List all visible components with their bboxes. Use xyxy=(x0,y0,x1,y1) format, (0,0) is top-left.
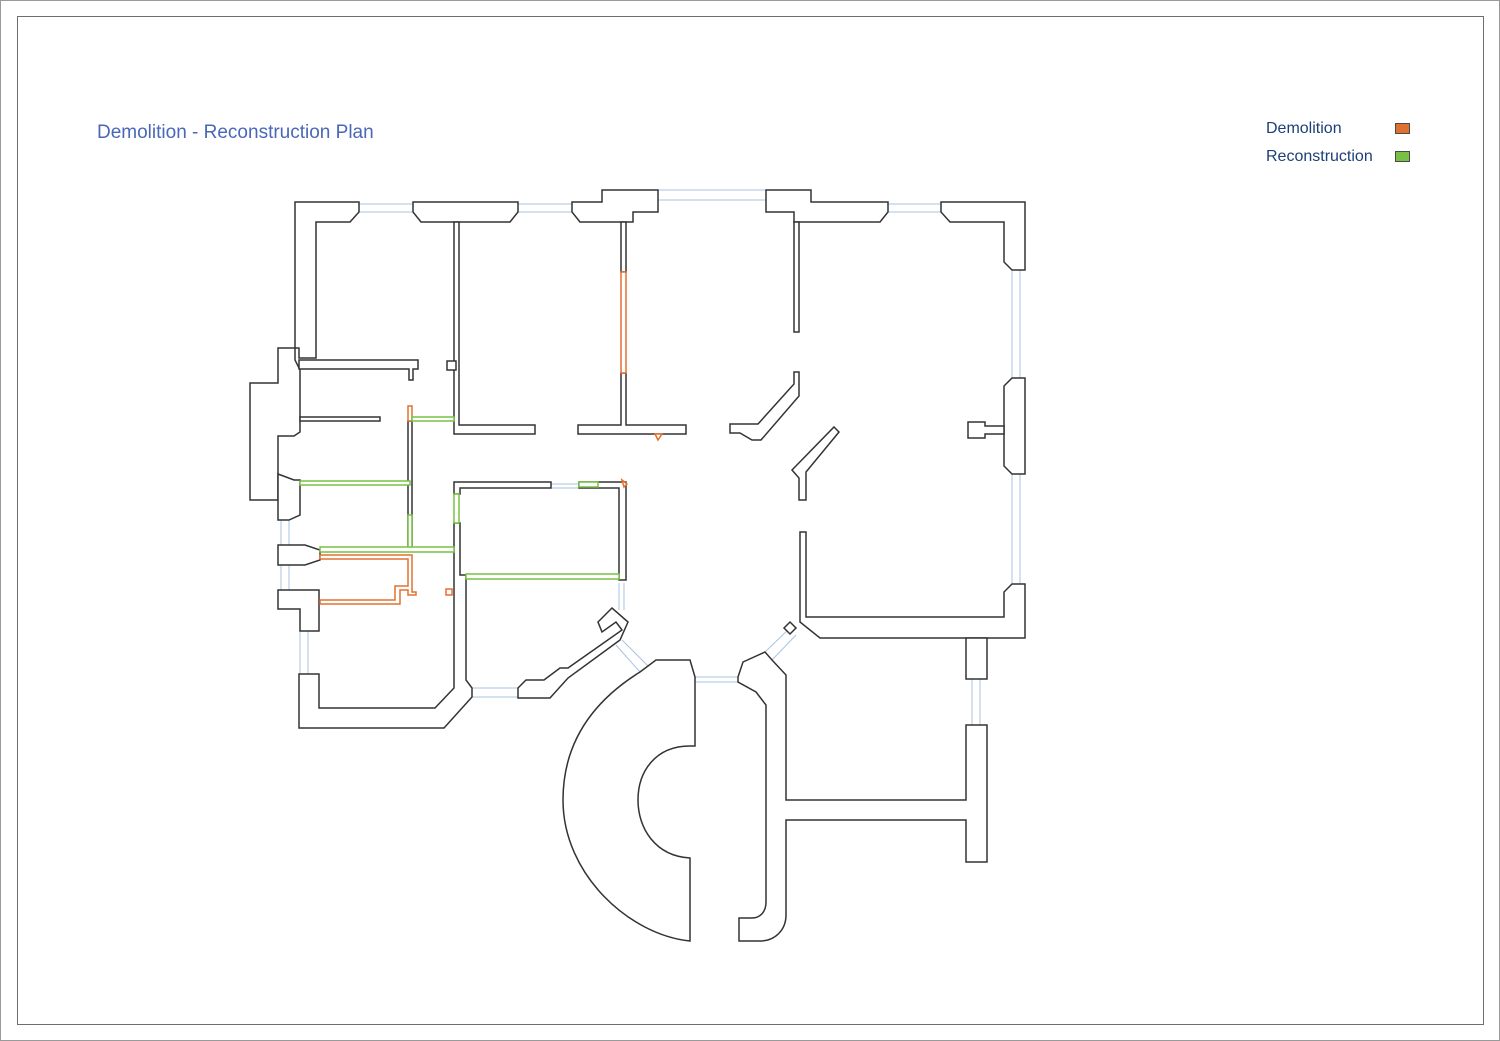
reconstruction-elements xyxy=(299,416,620,580)
sheet-inner-border xyxy=(17,16,1484,1025)
wall-interior-horizontal-1 xyxy=(298,359,419,381)
wall-entrance-right xyxy=(737,651,988,942)
walls xyxy=(249,189,1026,942)
window-top-3 xyxy=(658,189,766,201)
wall-top-segment-3 xyxy=(765,189,889,223)
wall-right-pier xyxy=(1003,377,1026,475)
wall-top-segment-2 xyxy=(571,189,659,223)
demolition-wall-stub-2 xyxy=(445,588,453,596)
plan-title: Demolition - Reconstruction Plan xyxy=(97,122,374,143)
reconstruction-wall-1 xyxy=(411,416,455,422)
wall-diag-joint xyxy=(782,620,798,636)
reconstruction-wall-5 xyxy=(453,493,460,524)
legend-swatch-reconstruction xyxy=(1395,151,1410,162)
reconstruction-wall-3 xyxy=(407,514,413,549)
wall-fireplace-right xyxy=(967,421,1005,439)
window-left-2 xyxy=(280,565,290,590)
wall-top-segment-1 xyxy=(412,201,519,223)
reconstruction-wall-2 xyxy=(299,480,411,486)
legend-label-demolition: Demolition xyxy=(1266,120,1342,137)
window-left-3 xyxy=(299,631,309,674)
window-left-1 xyxy=(280,520,290,545)
wall-interior-room-box xyxy=(453,481,627,581)
wall-left-block xyxy=(249,347,301,501)
demolition-wall-lower-l xyxy=(319,554,417,605)
reconstruction-wall-4 xyxy=(319,546,455,553)
wall-top-right-corner xyxy=(940,201,1026,271)
window-entrance xyxy=(695,676,738,683)
legend-swatch-demolition xyxy=(1395,123,1410,134)
demolition-wall-stub-4 xyxy=(620,477,629,489)
wall-left-pier-1 xyxy=(277,472,301,521)
wall-interior-top-3 xyxy=(793,221,800,333)
window-bottom-1 xyxy=(472,687,518,698)
demolition-wall-stub-3 xyxy=(653,433,664,442)
demolition-elements xyxy=(319,271,664,605)
window-top-1 xyxy=(359,203,413,213)
window-diag-1 xyxy=(615,639,649,673)
wall-interior-top-2 xyxy=(577,221,687,435)
legend-label-reconstruction: Reconstruction xyxy=(1266,148,1373,165)
wall-left-pier-3 xyxy=(277,589,320,632)
wall-left-pier-2 xyxy=(277,544,321,566)
window-right-1 xyxy=(1011,270,1021,378)
wall-interior-vertical-lower xyxy=(298,522,473,729)
window-door-1 xyxy=(551,483,579,489)
window-diag-2 xyxy=(764,627,797,661)
wall-diagonal-lower xyxy=(790,425,841,501)
wall-interior-horizontal-2 xyxy=(299,416,381,422)
reconstruction-wall-7 xyxy=(578,481,599,488)
demolition-wall-top-room xyxy=(620,271,627,374)
wall-stair-curve xyxy=(562,659,696,942)
window-right-2 xyxy=(1011,474,1021,584)
window-top-2 xyxy=(518,203,572,213)
wall-diagonal-upper xyxy=(729,371,800,441)
windows xyxy=(280,189,1021,725)
wall-interior-top-1 xyxy=(453,221,536,435)
window-annex xyxy=(971,679,981,725)
window-door-2 xyxy=(618,583,625,610)
wall-bottom-right-corner xyxy=(799,531,1026,639)
reconstruction-wall-6 xyxy=(465,573,620,580)
window-top-4 xyxy=(888,203,941,213)
wall-interior-small-post xyxy=(446,360,457,371)
wall-annex-top xyxy=(965,637,988,680)
wall-top-left-corner xyxy=(294,201,360,359)
wall-bay-diagonal xyxy=(517,606,629,699)
